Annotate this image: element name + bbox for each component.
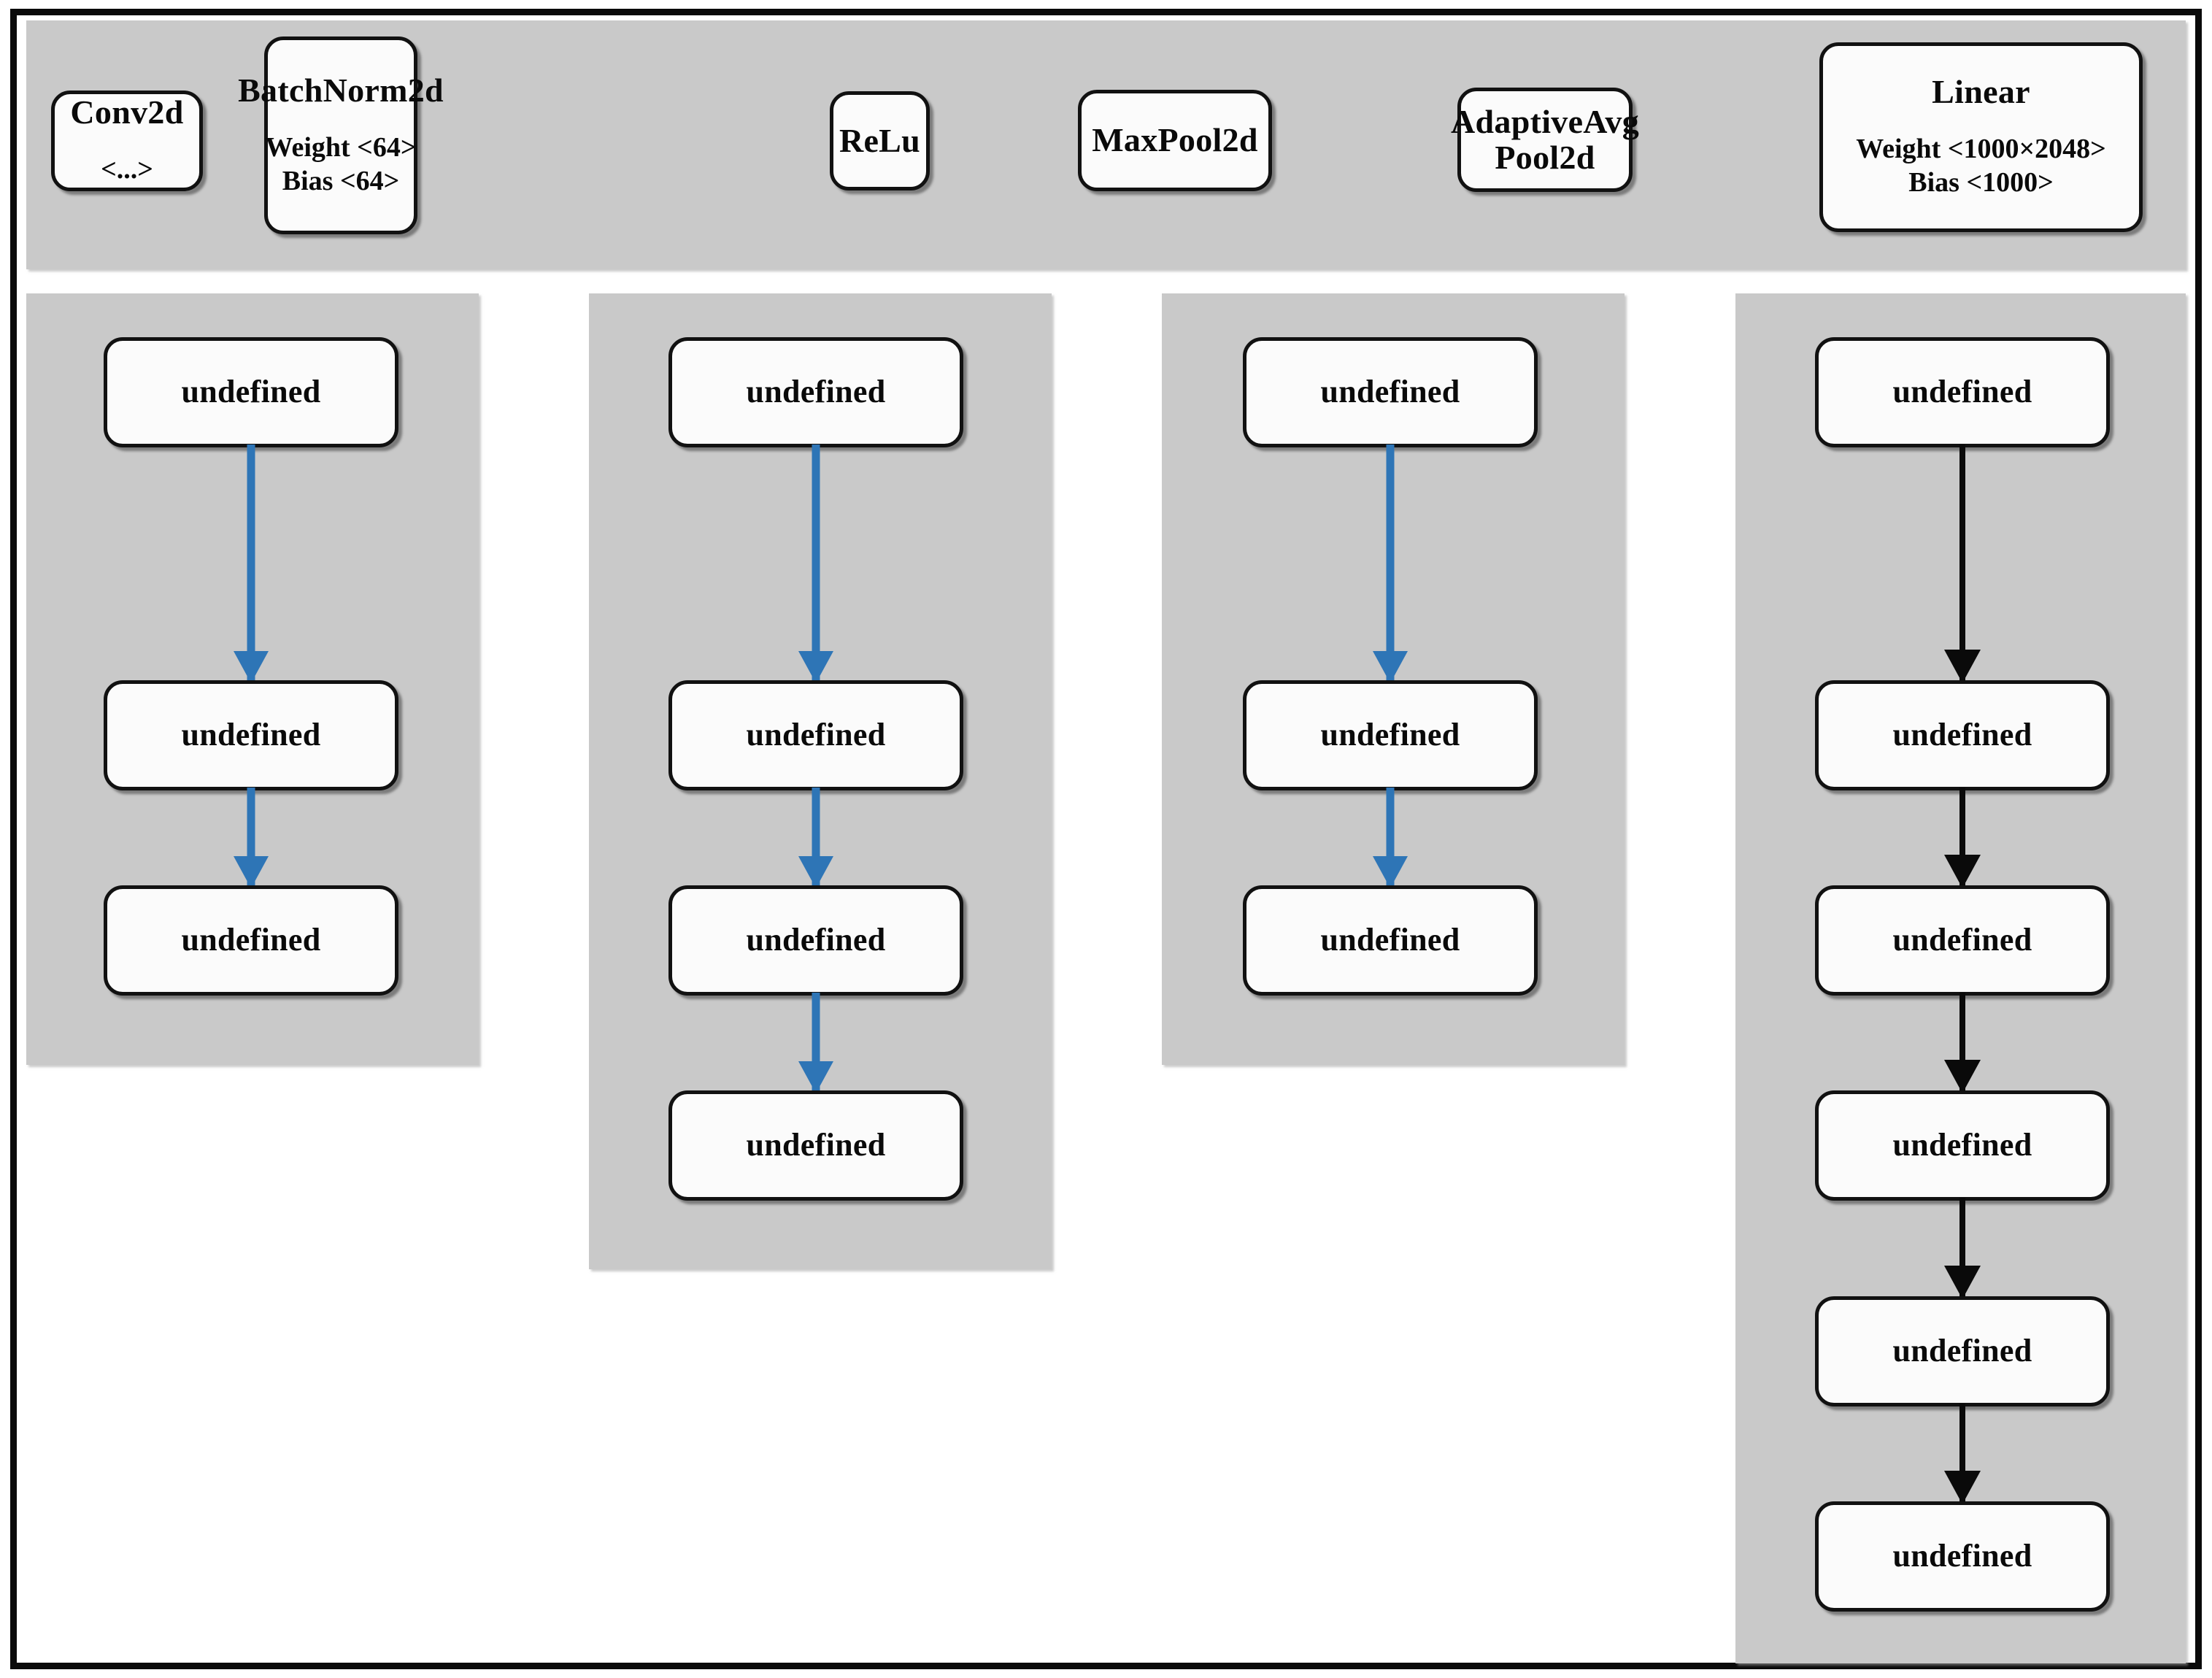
layer-group-4-arrow-4-shaft (1959, 1198, 1965, 1299)
layer-group-4-bottleneck-1[interactable]: undefined (1815, 337, 2110, 447)
node-conv2d-detail-0: <...> (101, 154, 153, 185)
layer-group-4-arrow-5-shaft (1959, 1404, 1965, 1504)
layer-group-2-bottleneck-1-title: undefined (746, 374, 886, 410)
layer-group-4-arrow-3-head (1944, 1060, 1981, 1093)
layer-group-2-arrow-2 (797, 788, 835, 888)
layer-group-3-bottleneck-1[interactable]: undefined (1243, 337, 1538, 447)
node-conv2d-title: Conv2d (70, 93, 184, 131)
layer-group-2-arrow-3-head (798, 1061, 833, 1093)
layer-group-3-bottleneck-1-title: undefined (1320, 374, 1460, 410)
layer-group-1-bottleneck-1[interactable]: undefined (104, 337, 398, 447)
layer-group-3-arrow-2-shaft (1386, 788, 1395, 888)
layer-group-1-arrow-2-shaft (247, 788, 255, 888)
layer-group-2-bottleneck-4-title: undefined (746, 1127, 886, 1163)
layer-group-1-bottleneck-3-title: undefined (181, 922, 321, 958)
node-batchnorm2d-detail-0: Weight <64> (265, 131, 417, 163)
layer-group-2-bottleneck-1[interactable]: undefined (668, 337, 963, 447)
node-batchnorm2d-title: BatchNorm2d (238, 71, 444, 109)
layer-group-4-arrow-1-shaft (1959, 444, 1965, 683)
layer-group-4-arrow-2-head (1944, 855, 1981, 888)
layer-group-2-arrow-3 (797, 993, 835, 1093)
node-relu[interactable]: ReLu (830, 91, 930, 190)
layer-group-3-arrow-2 (1371, 788, 1409, 888)
node-linear-detail-1: Bias <1000> (1908, 167, 2054, 199)
layer-group-4-arrow-5 (1943, 1404, 1981, 1504)
layer-group-1-arrow-2-head (234, 856, 269, 888)
layer-group-4-bottleneck-6-title: undefined (1892, 1538, 2032, 1574)
layer-group-1-bottleneck-3[interactable]: undefined (104, 885, 398, 996)
layer-group-4-bottleneck-2-title: undefined (1892, 717, 2032, 753)
layer-group-1-arrow-2 (232, 788, 270, 888)
layer-group-1-arrow-1 (232, 444, 270, 683)
layer-group-3-arrow-1 (1371, 444, 1409, 683)
node-maxpool2d[interactable]: MaxPool2d (1078, 90, 1272, 191)
node-conv2d[interactable]: Conv2d <...> (51, 91, 203, 191)
layer-group-4-bottleneck-3-title: undefined (1892, 922, 2032, 958)
layer-group-1-bottleneck-1-title: undefined (181, 374, 321, 410)
layer-group-1-arrow-1-shaft (247, 444, 255, 683)
layer-group-2-arrow-3-shaft (812, 993, 820, 1093)
layer-group-4-arrow-5-head (1944, 1471, 1981, 1504)
layer-group-4-bottleneck-2[interactable]: undefined (1815, 680, 2110, 790)
layer-group-3-bottleneck-2-title: undefined (1320, 717, 1460, 753)
node-linear-detail-0: Weight <1000×2048> (1856, 134, 2106, 165)
layer-group-3-bottleneck-3[interactable]: undefined (1243, 885, 1538, 996)
layer-group-1-arrow-1-head (234, 651, 269, 683)
layer-group-2-arrow-1-head (798, 651, 833, 683)
layer-group-4-arrow-4 (1943, 1198, 1981, 1299)
layer-group-2-arrow-2-shaft (812, 788, 820, 888)
layer-group-4-arrow-1-head (1944, 650, 1981, 683)
layer-group-3-arrow-2-head (1373, 856, 1408, 888)
layer-group-2-bottleneck-4[interactable]: undefined (668, 1090, 963, 1201)
node-batchnorm2d-detail-1: Bias <64> (282, 165, 400, 196)
layer-group-4-bottleneck-1-title: undefined (1892, 374, 2032, 410)
layer-group-2-bottleneck-3[interactable]: undefined (668, 885, 963, 996)
layer-group-4-arrow-3 (1943, 993, 1981, 1093)
layer-group-4-bottleneck-5[interactable]: undefined (1815, 1296, 2110, 1406)
layer-group-4-arrow-2-shaft (1959, 788, 1965, 888)
layer-group-2-arrow-2-head (798, 856, 833, 888)
layer-group-2-arrow-1 (797, 444, 835, 683)
node-relu-title: ReLu (839, 121, 921, 159)
layer-group-4-bottleneck-3[interactable]: undefined (1815, 885, 2110, 996)
layer-group-1-bottleneck-2[interactable]: undefined (104, 680, 398, 790)
layer-group-2-bottleneck-3-title: undefined (746, 922, 886, 958)
layer-group-4-arrow-2 (1943, 788, 1981, 888)
layer-group-2-arrow-1-shaft (812, 444, 820, 683)
layer-group-3-bottleneck-3-title: undefined (1320, 922, 1460, 958)
layer-group-3-arrow-1-shaft (1386, 444, 1395, 683)
layer-group-3-bottleneck-2[interactable]: undefined (1243, 680, 1538, 790)
layer-group-4-bottleneck-4[interactable]: undefined (1815, 1090, 2110, 1201)
layer-group-4-arrow-4-head (1944, 1266, 1981, 1299)
layer-group-4-arrow-1 (1943, 444, 1981, 683)
node-maxpool2d-title: MaxPool2d (1092, 121, 1258, 159)
layer-group-2-bottleneck-2-title: undefined (746, 717, 886, 753)
layer-group-4-arrow-3-shaft (1959, 993, 1965, 1093)
layer-group-4-bottleneck-4-title: undefined (1892, 1127, 2032, 1163)
layer-group-4-bottleneck-5-title: undefined (1892, 1333, 2032, 1369)
layer-group-3-arrow-1-head (1373, 651, 1408, 683)
layer-group-2-bottleneck-2[interactable]: undefined (668, 680, 963, 790)
layer-group-1-bottleneck-2-title: undefined (181, 717, 321, 753)
node-linear-title: Linear (1932, 73, 2030, 111)
layer-group-4-bottleneck-6[interactable]: undefined (1815, 1501, 2110, 1612)
